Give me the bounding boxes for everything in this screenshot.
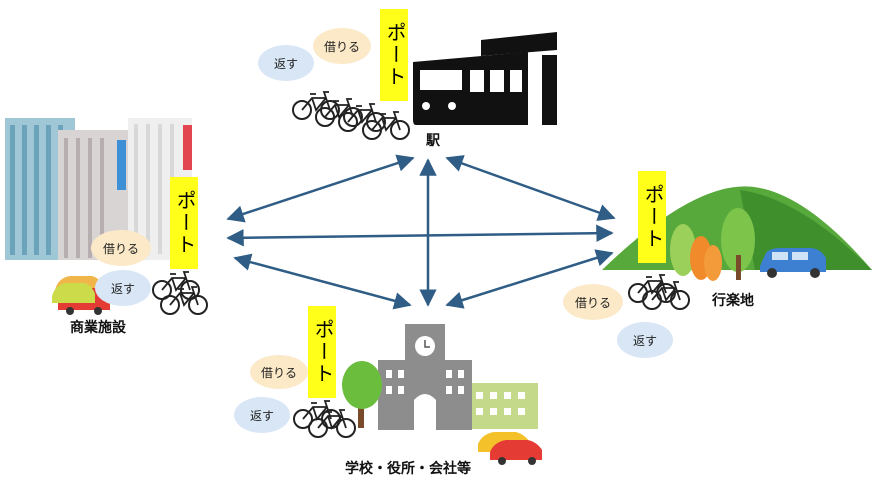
- commercial-buildings-icon: [5, 118, 192, 260]
- leisure-label: 行楽地: [712, 293, 754, 309]
- leisure-return-bubble: 返す: [617, 322, 673, 358]
- trees-icon: [670, 208, 755, 281]
- school-building-icon: [378, 324, 538, 430]
- station-return-bubble: 返す: [258, 45, 314, 81]
- train-icon: [413, 32, 557, 125]
- school-port-sign: ポート: [308, 306, 336, 398]
- commercial-label: 商業施設: [70, 320, 126, 336]
- connection-arrows: [226, 154, 616, 310]
- school-tree-icon: [342, 361, 382, 428]
- commercial-borrow-bubble: 借りる: [91, 230, 151, 266]
- leisure-bikes-icon: [628, 274, 690, 310]
- arrow-commercial-station: [226, 154, 415, 223]
- leisure-borrow-bubble: 借りる: [563, 284, 623, 320]
- station-borrow-bubble: 借りる: [313, 28, 371, 64]
- arrow-commercial-leisure: [226, 224, 614, 247]
- school-label: 学校・役所・会社等: [345, 461, 471, 477]
- station-label: 駅: [426, 133, 440, 149]
- station-port-sign: ポート: [380, 9, 408, 101]
- leisure-car-icon: [760, 248, 826, 278]
- school-cars-icon: [478, 432, 542, 465]
- school-borrow-bubble: 借りる: [250, 355, 308, 389]
- arrow-commercial-school: [233, 253, 412, 310]
- commercial-port-sign: ポート: [170, 177, 198, 269]
- commercial-return-bubble: 返す: [95, 270, 151, 306]
- leisure-port-sign: ポート: [638, 171, 666, 263]
- commercial-bikes-icon: [152, 271, 208, 315]
- arrow-station-leisure: [445, 155, 616, 221]
- school-bikes-icon: [293, 400, 356, 438]
- school-return-bubble: 返す: [234, 397, 290, 433]
- arrow-school-leisure: [445, 249, 614, 309]
